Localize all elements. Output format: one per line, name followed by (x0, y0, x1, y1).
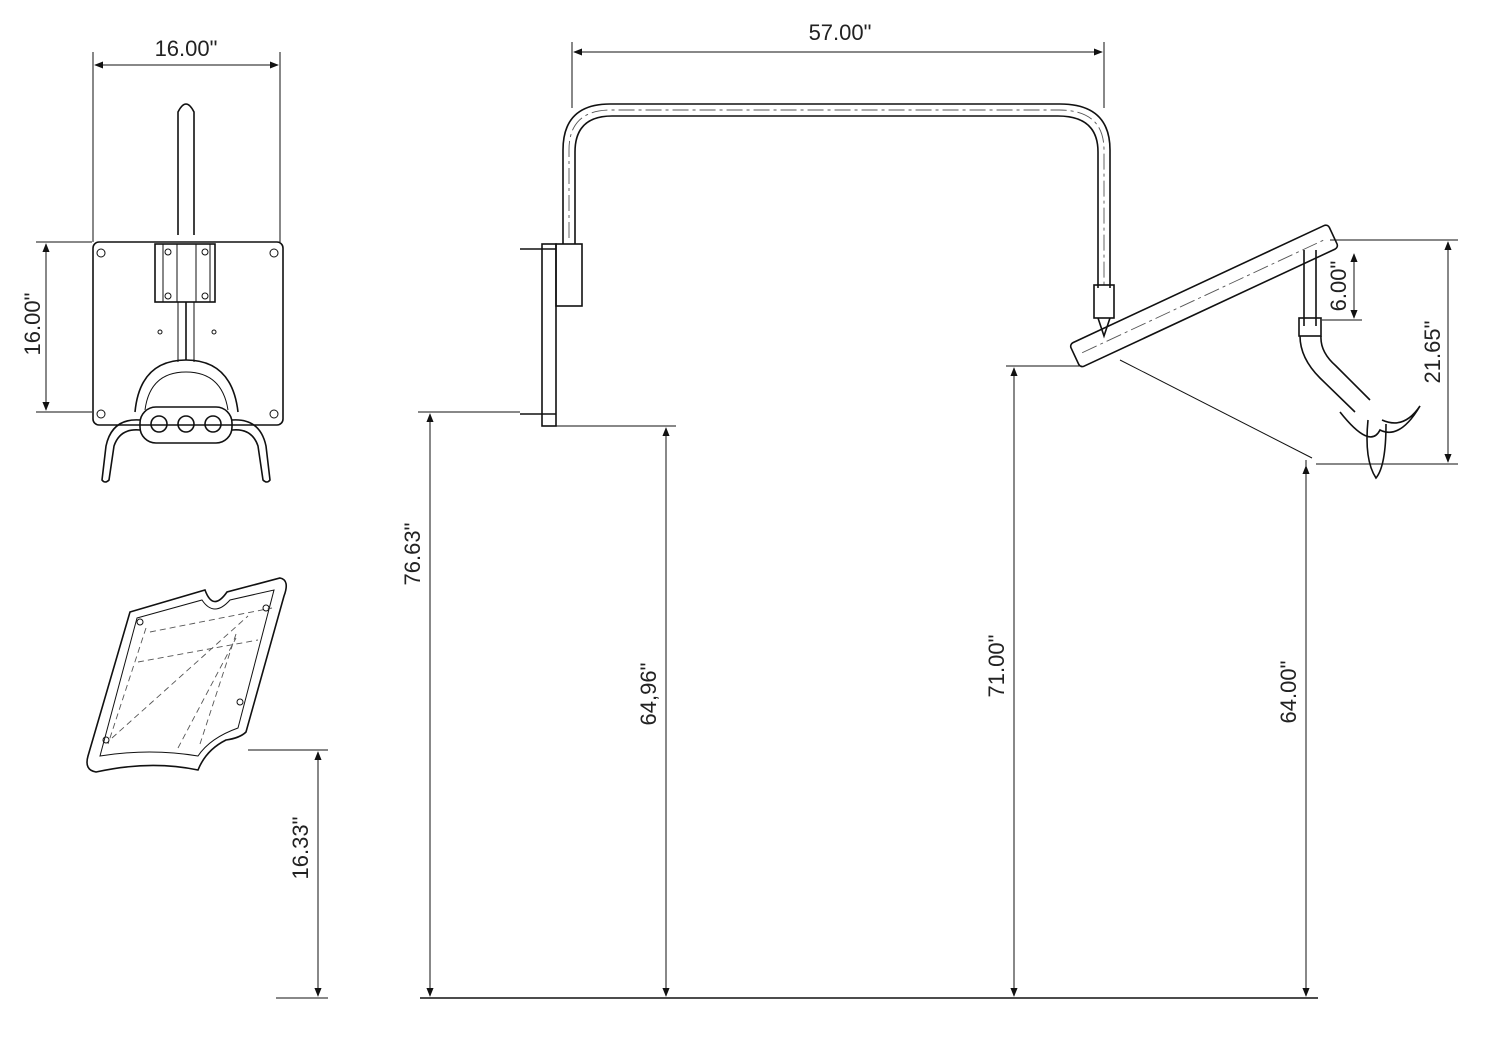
main-arm-outer (562, 103, 1111, 288)
front-view: 16.00" 16.00" (20, 36, 284, 483)
dim-plate-width: 16.00" (155, 36, 218, 61)
dim-light-bottom-height: 64.00" (1276, 661, 1301, 724)
lamp-head-side (1339, 405, 1421, 438)
left-handle (101, 419, 141, 483)
dim-plate-height: 16.00" (20, 293, 45, 356)
dim-light-top-height: 71.00" (984, 635, 1009, 698)
dim-head-drop-total: 21.65" (1420, 321, 1445, 384)
post-bracket (154, 243, 216, 303)
vertical-post (177, 103, 195, 235)
light-bar (1069, 224, 1339, 368)
main-arm-inner (574, 115, 1099, 288)
side-view: 57.00" 6.00" 21.65" 76.63" 64,96" 71.00"… (400, 20, 1458, 999)
dim-head-drop-short: 6.00" (1326, 261, 1351, 312)
dim-arm-span: 57.00" (809, 20, 872, 45)
lamp-head (134, 359, 239, 413)
tray-view: 16.33" (86, 577, 328, 999)
lamp-lens-housing (139, 406, 233, 444)
tray-outline (86, 577, 288, 773)
right-handle (231, 419, 271, 483)
mounting-plate (92, 241, 284, 426)
dim-arm-pivot-height: 64,96" (636, 663, 661, 726)
wall-bracket (541, 243, 557, 427)
drop-arm (1303, 250, 1317, 326)
dim-tray-height: 16.33" (288, 817, 313, 880)
dim-mount-height: 76.63" (400, 523, 425, 586)
